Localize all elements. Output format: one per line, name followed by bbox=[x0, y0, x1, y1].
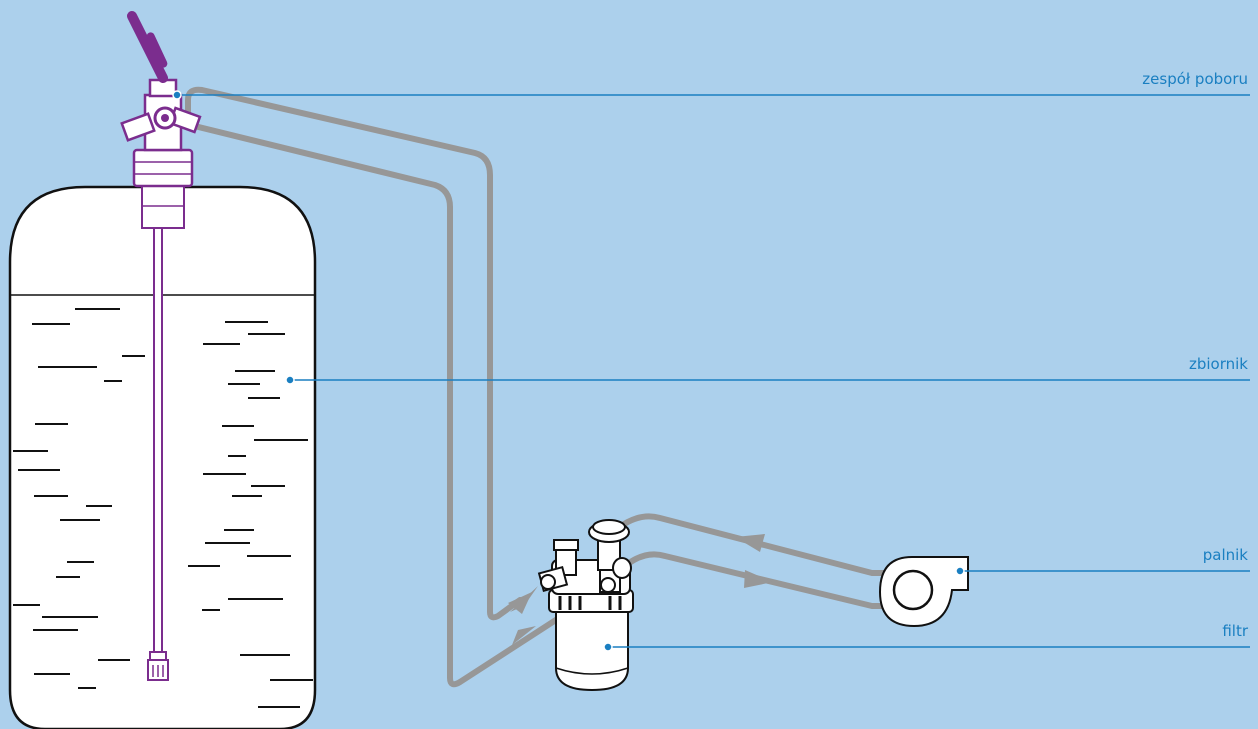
label-draw-unit: zespół poboru bbox=[1142, 70, 1248, 88]
suction-pipe bbox=[185, 86, 523, 621]
arrow-icon bbox=[512, 626, 536, 645]
valve-lever bbox=[127, 11, 168, 83]
filter bbox=[537, 519, 634, 692]
burner-fan bbox=[892, 569, 934, 611]
suction-tube bbox=[153, 227, 163, 654]
filter-bowl bbox=[555, 599, 629, 692]
callout-dots bbox=[172, 90, 965, 652]
flow-arrows bbox=[508, 534, 773, 645]
tank-adapter bbox=[141, 185, 185, 229]
side-port-left bbox=[120, 112, 156, 142]
tank-liquid-lines bbox=[13, 308, 313, 708]
arrow-icon bbox=[744, 570, 773, 588]
burner bbox=[878, 556, 969, 628]
return-to-tank-pipe bbox=[167, 117, 599, 688]
label-burner: palnik bbox=[1202, 546, 1248, 564]
arrow-icon bbox=[508, 592, 532, 614]
label-tank: zbiornik bbox=[1188, 355, 1248, 373]
draw-unit bbox=[120, 11, 202, 681]
coupling-nut bbox=[132, 148, 194, 188]
label-filter: filtr bbox=[1222, 622, 1248, 640]
arrow-icon bbox=[735, 534, 765, 552]
callouts bbox=[177, 94, 1250, 648]
